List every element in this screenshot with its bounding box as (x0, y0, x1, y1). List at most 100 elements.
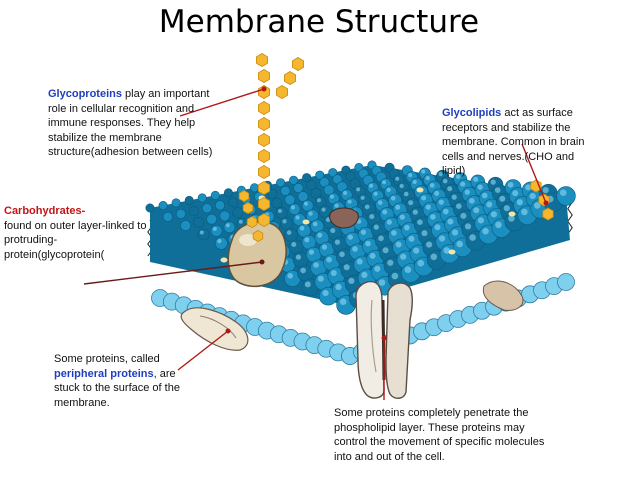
head-grid-layer (145, 160, 576, 315)
phospholipid-head-icon (557, 273, 575, 291)
head-highlight (382, 180, 387, 185)
head-highlight (408, 200, 414, 206)
phospholipid-head-icon (289, 175, 299, 185)
head-highlight (343, 264, 350, 271)
head-highlight (438, 172, 443, 177)
head-highlight (469, 234, 476, 241)
peripheral-text-1: Some proteins, called (54, 353, 160, 365)
sugar-hexagon-icon (257, 133, 271, 147)
head-highlight (499, 195, 506, 202)
head-highlight (503, 205, 510, 212)
glycoproteins-text: play an important role in cellular recog… (48, 88, 213, 159)
sugar-hexagon-icon (283, 71, 297, 85)
head-highlight (482, 227, 489, 235)
phospholipid-head-icon (232, 207, 244, 219)
peripheral-keyword: peripheral proteins (54, 367, 154, 380)
phospholipid-head-icon (284, 227, 298, 242)
phospholipid-head-icon (297, 191, 309, 202)
head-highlight (325, 217, 331, 222)
head-highlight (304, 237, 310, 243)
head-highlight (421, 195, 427, 201)
head-highlight (382, 209, 388, 215)
head-highlight (403, 191, 409, 197)
phospholipid-head-icon (210, 224, 223, 237)
cholesterol-speck (448, 249, 456, 255)
head-highlight (399, 214, 405, 220)
head-highlight (426, 241, 433, 248)
head-highlight (386, 187, 391, 192)
head-highlight (360, 229, 366, 235)
head-highlight (477, 184, 483, 190)
head-highlight (339, 298, 347, 306)
head-highlight (507, 182, 514, 188)
head-highlight (469, 198, 475, 204)
head-highlight (534, 202, 541, 209)
head-highlight (434, 190, 440, 196)
sugar-hexagon-icon (246, 216, 258, 228)
head-highlight (443, 208, 449, 215)
channel-protein-left-half (355, 280, 385, 399)
phospholipid-head-icon (556, 186, 576, 206)
carbohydrates-keyword: Carbohydrates- (4, 205, 86, 217)
head-highlight (322, 290, 329, 297)
head-highlight (417, 259, 425, 267)
head-highlight (348, 277, 355, 284)
head-highlight (391, 230, 397, 236)
glycolipid-pointer (521, 143, 547, 204)
phospholipid-head-icon (197, 193, 207, 203)
head-highlight (282, 219, 287, 224)
sugar-hexagon-icon (257, 101, 271, 115)
head-highlight (529, 193, 536, 200)
channel-inner-shade (370, 299, 377, 373)
head-highlight (304, 201, 308, 206)
head-highlight (404, 224, 410, 231)
head-highlight (330, 194, 334, 199)
head-highlight (559, 189, 567, 196)
head-highlight (321, 207, 326, 212)
head-highlight (438, 199, 444, 205)
head-highlight (238, 219, 243, 224)
head-highlight (347, 199, 352, 204)
head-highlight (321, 244, 327, 250)
head-highlight (408, 235, 415, 242)
head-highlight (378, 279, 386, 286)
peripheral-protein-shading (199, 315, 237, 339)
head-highlight (356, 187, 361, 192)
sugar-hexagon-icon (255, 53, 269, 67)
head-highlight (425, 204, 431, 210)
head-highlight (395, 204, 401, 210)
head-highlight (412, 179, 417, 185)
cholesterol-speck (416, 187, 424, 193)
head-highlight (495, 221, 502, 229)
head-highlight (417, 219, 423, 225)
head-highlight (490, 179, 496, 185)
glycolipid-pointer-dot (543, 200, 549, 206)
underside-protein-right (482, 280, 524, 311)
head-highlight (277, 209, 282, 213)
head-highlight (291, 242, 297, 247)
phospholipid-head-icon (332, 174, 343, 185)
sugar-hexagon-icon (238, 190, 250, 202)
head-highlight (455, 174, 461, 180)
sugar-hexagon-icon (291, 57, 305, 71)
head-highlight (430, 253, 438, 261)
phospholipid-head-icon (223, 221, 236, 234)
phospholipid-head-icon (306, 180, 317, 191)
head-highlight (339, 251, 345, 258)
head-highlight (356, 258, 363, 265)
head-highlight (386, 219, 392, 225)
head-highlight (373, 191, 378, 196)
head-highlight (369, 214, 375, 220)
sugar-hexagon-icon (275, 85, 289, 99)
phospholipid-head-icon (188, 206, 199, 217)
head-highlight (400, 253, 407, 260)
head-highlight (460, 212, 467, 219)
head-highlight (525, 184, 532, 191)
head-highlight (429, 183, 435, 188)
sugar-hexagon-icon (257, 165, 271, 179)
peripheral-pointer (177, 330, 229, 371)
head-highlight (300, 267, 306, 274)
head-highlight (430, 214, 436, 220)
head-highlight (542, 187, 549, 194)
head-highlight (287, 273, 294, 279)
